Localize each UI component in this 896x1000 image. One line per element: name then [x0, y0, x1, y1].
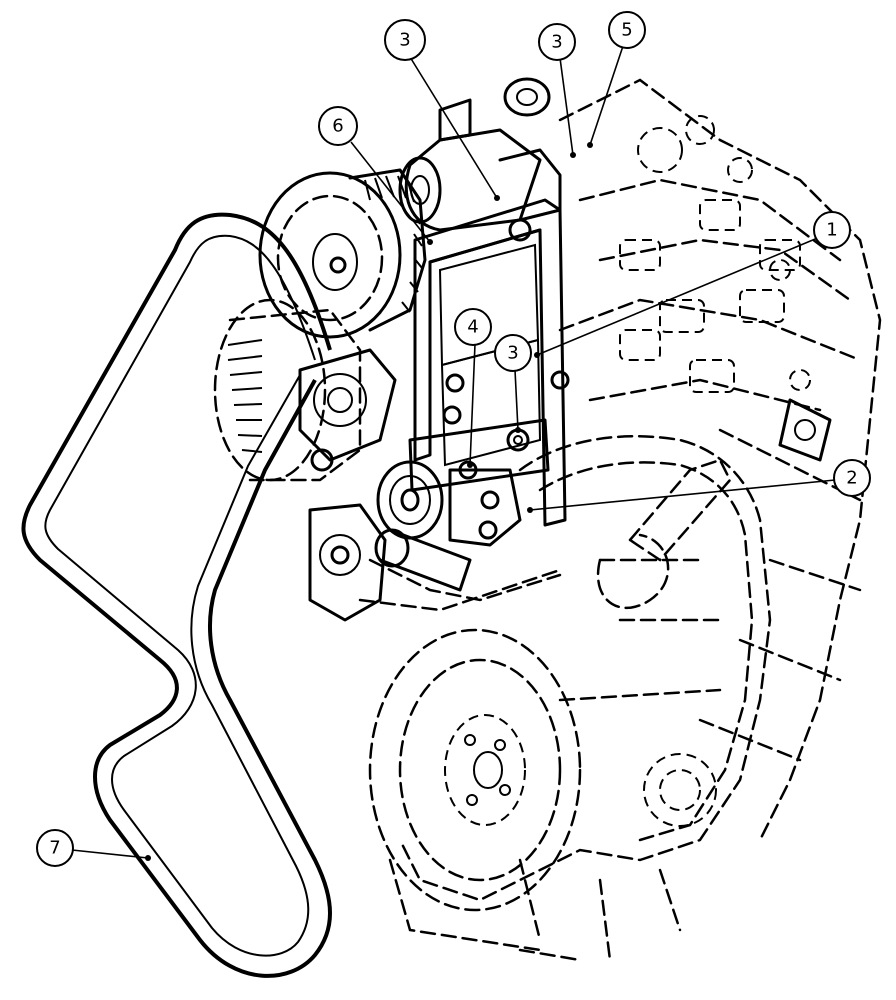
callout-6: 6 — [318, 106, 358, 146]
timing-cover — [398, 435, 772, 962]
callout-label: 3 — [399, 30, 410, 51]
callout-label: 2 — [846, 468, 857, 489]
leader-lines — [71, 45, 836, 861]
tensioner-mounting-bracket — [408, 198, 570, 527]
callout-label: 4 — [467, 317, 478, 338]
drive-belt — [21, 212, 332, 978]
callout-3-middle: 3 — [494, 334, 532, 372]
callout-4: 4 — [454, 308, 492, 346]
callout-3-upper-right: 3 — [538, 23, 576, 61]
belt-tensioner — [374, 460, 522, 592]
water-pump — [308, 503, 562, 622]
callout-label: 7 — [49, 838, 60, 859]
callout-label: 3 — [507, 343, 518, 364]
callout-3-upper-left: 3 — [384, 19, 426, 61]
coolant-pipe — [596, 458, 732, 610]
callout-1: 1 — [813, 211, 851, 249]
engine-block-outline — [558, 78, 882, 842]
callout-label: 1 — [826, 220, 837, 241]
callout-label: 3 — [551, 32, 562, 53]
alternator — [213, 298, 397, 482]
starter-motor — [398, 77, 562, 232]
callout-label: 5 — [621, 20, 632, 41]
callout-5: 5 — [608, 11, 646, 49]
callout-2: 2 — [833, 459, 871, 497]
callout-label: 6 — [332, 116, 343, 137]
crankshaft-damper — [368, 628, 582, 962]
callout-7: 7 — [36, 829, 74, 867]
